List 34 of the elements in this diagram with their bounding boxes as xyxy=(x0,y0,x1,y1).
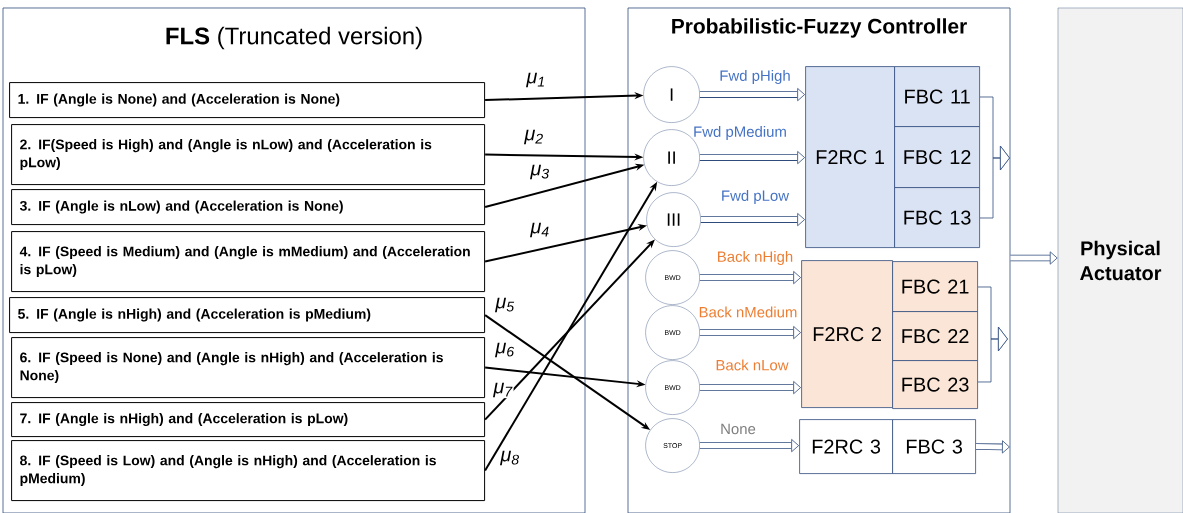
bracket-arrow xyxy=(977,326,1008,383)
fbc-box: FBC 22 xyxy=(892,311,978,361)
fbc-box: FBC 11 xyxy=(894,66,980,127)
hollow-arrow xyxy=(1010,251,1058,265)
edge-label: μ$_{1}$ xyxy=(525,71,547,89)
edge-label: Back nLow xyxy=(716,359,789,371)
edge-label: Fwd pLow xyxy=(722,190,790,204)
edge-label: μ$_{3}$ xyxy=(529,163,551,181)
hollow-arrow xyxy=(699,439,799,453)
edge-label: Back nHigh xyxy=(718,251,793,265)
fbc-box: FBC 23 xyxy=(892,360,978,409)
hollow-arrow xyxy=(700,213,805,227)
hollow-arrow xyxy=(699,88,805,102)
edge-label: μ$_{5}$ xyxy=(494,296,516,314)
edge-label: None xyxy=(721,423,756,435)
actuator-box: Physical Actuator xyxy=(1057,7,1183,513)
edge-label: Back nMedium xyxy=(699,306,797,318)
fbc-box: FBC 3 xyxy=(892,419,976,474)
bracket-arrow xyxy=(975,440,1010,454)
edge-label: μ$_{4}$ xyxy=(529,221,551,239)
hollow-arrow xyxy=(699,271,801,285)
controller-box: F2RC 3 xyxy=(799,419,893,474)
edge-label: μ$_{2}$ xyxy=(523,128,545,146)
hollow-arrow xyxy=(699,326,801,340)
fbc-box: FBC 21 xyxy=(892,261,978,312)
edge-label: μ$_{6}$ xyxy=(494,341,516,359)
fbc-box: FBC 13 xyxy=(894,187,980,248)
hollow-arrow xyxy=(699,381,801,395)
hollow-arrow xyxy=(699,151,805,165)
edge-label: Fwd pHigh xyxy=(720,70,790,84)
fbc-box: FBC 12 xyxy=(894,126,980,188)
edge-label: μ$_{7}$ xyxy=(492,381,514,399)
edge-label: μ$_{8}$ xyxy=(499,449,521,467)
bracket-arrow xyxy=(979,145,1010,219)
